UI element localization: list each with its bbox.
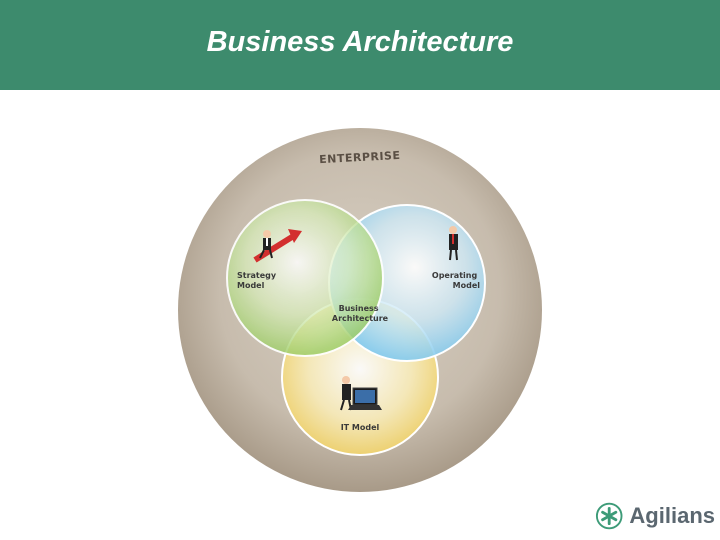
business-architecture-diagram: ENTERPRISE [170,125,550,505]
it-businessman-laptop-icon [340,376,382,411]
operating-businessman-icon [449,226,458,261]
it-model-label: IT Model [341,423,380,432]
enterprise-label: ENTERPRISE [319,149,401,166]
strategy-businessman-icon [253,229,302,263]
asterisk-logo-icon [595,502,623,530]
slide-title: Business Architecture [206,26,514,58]
business-architecture-center-label: Business Architecture [332,304,389,323]
agilians-logo-text: Agilians [629,503,715,528]
slide-header: Business Architecture [0,0,720,90]
venn-diagram-svg: ENTERPRISE [178,128,542,492]
operating-model-label: Operating Model [432,271,480,290]
agilians-logo: Agilians [595,499,715,533]
strategy-model-label: Strategy Model [237,271,279,290]
